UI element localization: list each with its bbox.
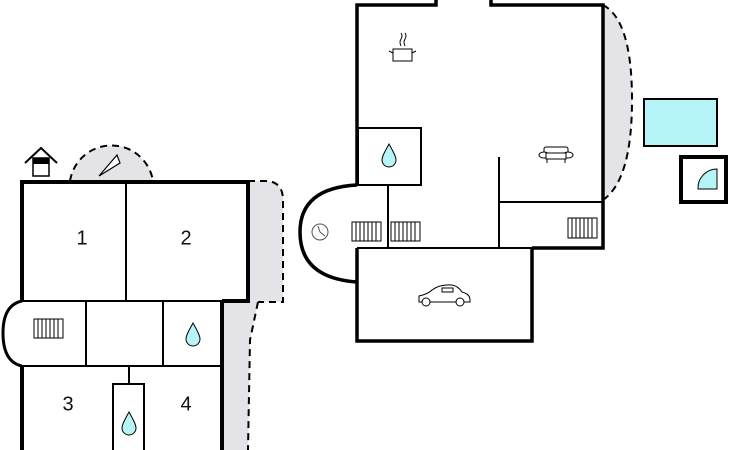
room-label-4: 4 <box>180 393 191 415</box>
terrace-top-outline <box>69 144 154 182</box>
terrace-right-outline <box>247 180 284 450</box>
house-icon <box>24 146 58 177</box>
kitchen-pot-icon <box>388 32 417 62</box>
outer-wall-upper <box>20 180 250 303</box>
room-label-3: 3 <box>62 393 73 415</box>
compass-icon <box>98 153 121 177</box>
bathroom-drop-icon <box>381 142 397 168</box>
radiator-icon <box>390 221 421 242</box>
clock-icon <box>311 223 329 241</box>
garage <box>355 248 534 343</box>
car-icon <box>418 284 471 307</box>
room-label-1: 1 <box>76 227 87 249</box>
outer-wall-east <box>489 0 605 250</box>
sofa-icon <box>538 146 574 163</box>
shower-box <box>679 155 728 204</box>
shower-icon <box>697 168 718 190</box>
terrace-east <box>603 5 632 200</box>
terrace-right <box>222 181 283 450</box>
room-1 <box>21 181 127 302</box>
bathroom-drop-icon <box>185 321 201 347</box>
pool-icon <box>643 98 718 147</box>
entrance-bay <box>1 299 23 368</box>
outer-wall-main <box>355 0 438 185</box>
radiator-icon <box>351 221 382 242</box>
radiator-icon <box>567 217 598 239</box>
entrance-bay-east <box>298 183 358 284</box>
bathroom-drop-icon <box>121 410 137 436</box>
room-label-2: 2 <box>180 227 191 249</box>
radiator-icon <box>33 318 64 339</box>
